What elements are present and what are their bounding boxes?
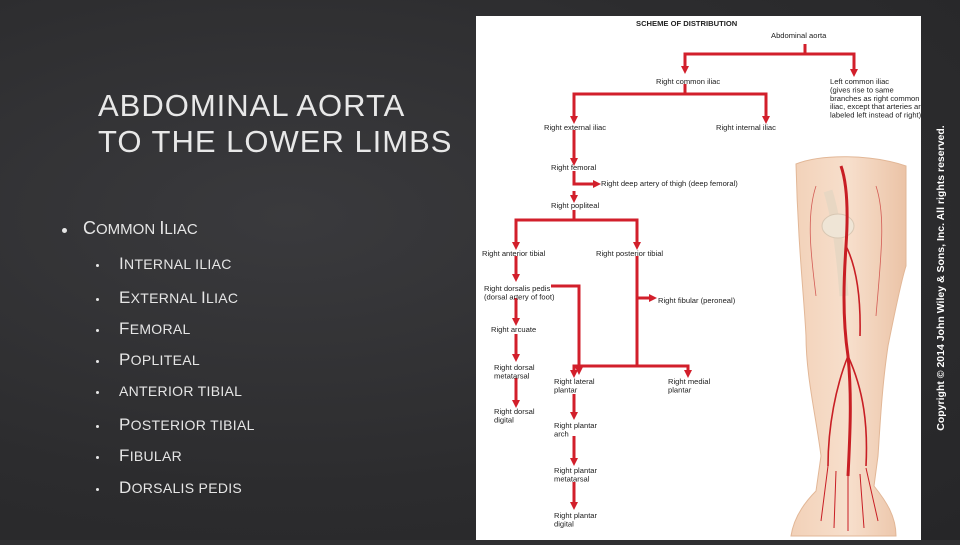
flow-arrow: [570, 298, 639, 378]
node-right-plantar-arch: arch: [554, 429, 569, 438]
copyright-text: Copyright © 2014 John Wiley & Sons, Inc.…: [935, 125, 947, 431]
node-left-common-iliac: branches as right common: [830, 94, 919, 103]
node-right-fibular: Right fibular (peroneal): [658, 296, 736, 305]
node-right-internal-iliac: Right internal iliac: [716, 123, 776, 132]
title-line-2: TO THE LOWER LIMBS: [98, 124, 453, 159]
sub-bullet: FEMORAL: [96, 319, 191, 339]
node-abdominal-aorta: Abdominal aorta: [771, 31, 827, 40]
sub-bullet: POPLITEAL: [96, 350, 200, 370]
bullet-initial: P: [119, 350, 131, 369]
node-right-femoral: Right femoral: [551, 163, 596, 172]
node-deep-artery: Right deep artery of thigh (deep femoral…: [601, 179, 738, 188]
flow-arrow: [551, 284, 583, 375]
bullet-dot: [96, 455, 99, 459]
bullet-initial: F: [119, 446, 130, 465]
node-right-plantar-metatarsal: metatarsal: [554, 474, 590, 483]
bullet-initial: F: [119, 319, 130, 338]
node-right-dorsal-metatarsal: Right dorsal: [494, 363, 535, 372]
bullet-dot: [96, 328, 99, 332]
bullet-initial: I: [119, 254, 125, 273]
sub-bullet: INTERNAL ILIAC: [96, 254, 232, 274]
arrow-layer: [512, 44, 858, 510]
node-right-common-iliac: Right common iliac: [656, 77, 720, 86]
diagram-heading: SCHEME OF DISTRIBUTION: [636, 19, 737, 28]
bullet-text: OSTERIOR TIBIAL: [130, 417, 255, 433]
node-left-common-iliac: (gives rise to same: [830, 85, 894, 94]
flow-arrow: [512, 210, 576, 250]
flow-arrow: [685, 92, 770, 124]
bullet-text: IBULAR: [129, 448, 183, 464]
node-left-common-iliac: Left common iliac: [830, 77, 889, 86]
sub-bullet: DORSALIS PEDIS: [96, 478, 242, 498]
flow-arrow: [805, 52, 858, 77]
node-left-common-iliac: labeled left instead of right): [830, 111, 921, 120]
node-left-common-iliac: iliac, except that arteries are: [830, 102, 921, 111]
flow-arrow: [572, 171, 601, 188]
sub-bullet: POSTERIOR TIBIAL: [96, 415, 255, 435]
node-right-popliteal: Right popliteal: [551, 201, 599, 210]
bullet-initial: C: [83, 218, 96, 238]
sub-bullet: FIBULAR: [96, 446, 182, 466]
bullet-text: XTERNAL: [130, 290, 201, 306]
title-line-1: ABDOMINAL AORTA: [98, 88, 406, 123]
flow-arrow: [570, 84, 687, 124]
node-right-arcuate: Right arcuate: [491, 325, 536, 334]
node-right-lateral-plantar: Right lateral: [554, 377, 595, 386]
node-right-dorsalis-pedis: Right dorsalis pedis: [484, 284, 550, 293]
node-right-dorsal-digital: Right dorsal: [494, 407, 535, 416]
node-right-plantar-digital: digital: [554, 519, 574, 528]
flow-arrow: [635, 256, 657, 302]
bullet-text: ANTERIOR TIBIAL: [119, 383, 243, 399]
leg-illustration: [790, 156, 907, 537]
bullet-dot: [96, 359, 99, 363]
node-right-dorsal-metatarsal: metatarsal: [494, 371, 530, 380]
bullet-dot: [96, 390, 99, 394]
bullet-text: OPLITEAL: [130, 352, 200, 368]
bullet-dot: [96, 487, 99, 491]
node-right-medial-plantar: plantar: [668, 385, 692, 394]
node-right-external-iliac: Right external iliac: [544, 123, 606, 132]
bullet-text: ORSALIS PEDIS: [131, 480, 243, 496]
node-right-dorsal-digital: digital: [494, 415, 514, 424]
node-right-anterior-tibial: Right anterior tibial: [482, 249, 546, 258]
sub-bullet: ANTERIOR TIBIAL: [96, 383, 242, 399]
bullet-text: NTERNAL ILIAC: [124, 256, 232, 272]
bullet-initial: I: [200, 288, 207, 307]
slide-title: ABDOMINAL AORTA TO THE LOWER LIMBS: [98, 88, 452, 160]
bullet-dot: [96, 263, 99, 267]
node-right-medial-plantar: Right medial: [668, 377, 711, 386]
bullet-dot: [96, 297, 99, 301]
bullet-text: LIAC: [206, 290, 239, 306]
label-layer: SCHEME OF DISTRIBUTION Abdominal aortaRig…: [482, 19, 925, 528]
copyright-notice: Copyright © 2014 John Wiley & Sons, Inc.…: [922, 16, 960, 540]
main-bullet: COMMON ILIAC: [62, 218, 198, 239]
node-right-plantar-arch: Right plantar: [554, 421, 598, 430]
node-right-dorsalis-pedis: (dorsal artery of foot): [484, 292, 555, 301]
bullet-initial: D: [119, 478, 132, 497]
node-right-lateral-plantar: plantar: [554, 385, 578, 394]
flow-arrow: [574, 218, 641, 250]
node-right-posterior-tibial: Right posterior tibial: [596, 249, 663, 258]
bullet-initial: P: [119, 415, 131, 434]
sub-bullet: EXTERNAL ILIAC: [96, 288, 238, 308]
flow-arrow: [681, 44, 807, 74]
diagram-canvas: SCHEME OF DISTRIBUTION Abdominal aortaRig…: [482, 19, 925, 537]
bullet-initial: E: [119, 288, 131, 307]
flow-arrow: [637, 364, 692, 378]
bullet-initial: I: [159, 218, 165, 238]
node-right-plantar-metatarsal: Right plantar: [554, 466, 598, 475]
bullet-text: EMORAL: [129, 321, 191, 337]
bullet-dot: [96, 424, 99, 428]
bullet-dot: [62, 227, 67, 233]
bullet-text: OMMON: [96, 221, 160, 238]
bullet-text: LIAC: [164, 221, 198, 238]
node-right-plantar-digital: Right plantar: [554, 511, 598, 520]
